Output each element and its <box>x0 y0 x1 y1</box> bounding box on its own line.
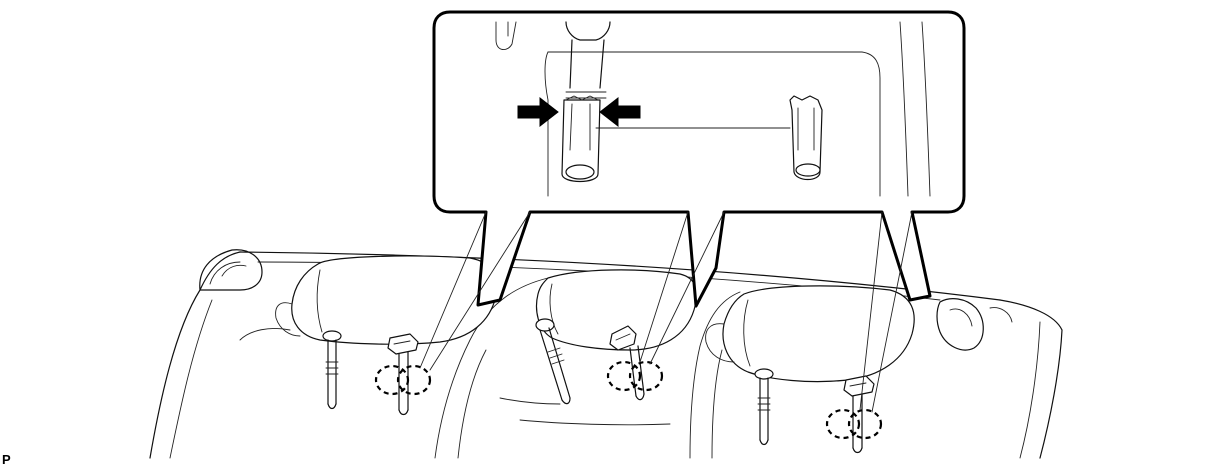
lock-marker-left-a <box>374 364 410 396</box>
headrest-center <box>535 269 698 405</box>
headrest-right <box>705 285 915 454</box>
detail-callout <box>419 10 966 413</box>
illustration-code: P <box>2 452 11 467</box>
lock-highlight-markers <box>374 360 883 440</box>
lock-marker-center-a <box>606 360 642 392</box>
support-post-zoomed-left <box>561 21 611 183</box>
lock-marker-right-b <box>847 408 883 440</box>
support-post-zoomed-right <box>789 95 823 181</box>
squeeze-arrows <box>517 96 641 128</box>
lock-marker-left-b <box>396 364 432 396</box>
arrow-right-icon <box>517 96 559 128</box>
lock-marker-center-b <box>628 360 664 392</box>
lock-marker-right-a <box>825 408 861 440</box>
headrest-left <box>275 255 498 416</box>
arrow-left-icon <box>599 96 641 128</box>
